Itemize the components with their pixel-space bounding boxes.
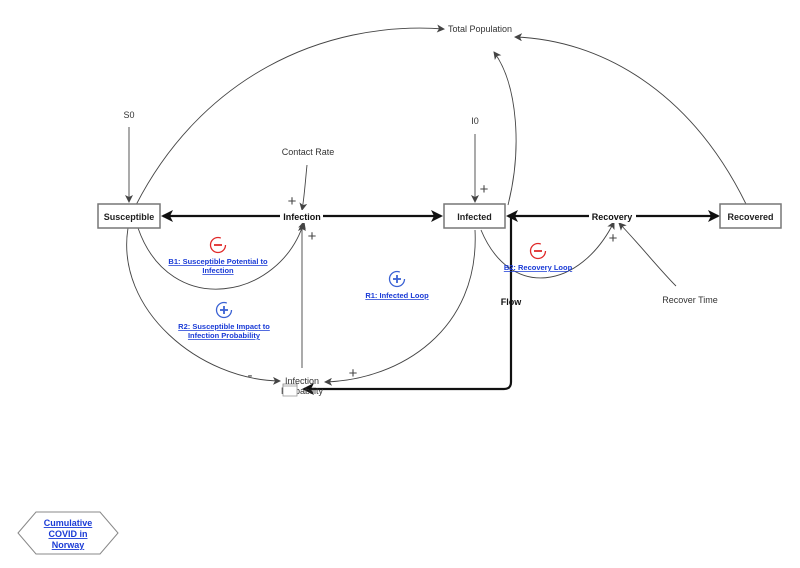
- loop-b2[interactable]: B2: Recovery Loop: [504, 242, 573, 273]
- valve-flow-overlay: [282, 385, 298, 397]
- link-recover-time-to-recovery[interactable]: [618, 222, 677, 287]
- variable-contact-rate[interactable]: Contact Rate: [282, 147, 335, 157]
- loop-r2-label-line1[interactable]: R2: Susceptible Impact to: [178, 322, 270, 331]
- link-contact-rate-to-infection[interactable]: [299, 164, 308, 211]
- button-label-line3: Norway: [52, 540, 85, 550]
- polarity-contact-to-infection: +: [288, 193, 297, 210]
- polarity-infected-to-infection: +: [480, 181, 489, 198]
- stock-susceptible-label: Susceptible: [104, 212, 155, 222]
- polarity-prob-to-infection: +: [308, 228, 317, 245]
- cumulative-covid-norway-button[interactable]: Cumulative COVID in Norway: [17, 511, 119, 555]
- stock-recovered-label: Recovered: [727, 212, 773, 222]
- variable-s0[interactable]: S0: [123, 110, 134, 120]
- loop-r2-label-line2[interactable]: Infection Probability: [188, 331, 261, 340]
- link-susceptible-to-total-population[interactable]: [135, 24, 445, 206]
- stock-infected[interactable]: Infected: [443, 203, 506, 229]
- variable-infection-probability-line1[interactable]: Infection: [285, 376, 319, 386]
- loop-b1-label-line1[interactable]: B1: Susceptible Potential to: [168, 257, 268, 266]
- stock-susceptible[interactable]: Susceptible: [97, 203, 161, 229]
- polarity-infected-to-prob: +: [349, 365, 358, 382]
- link-susceptible-to-infection[interactable]: [137, 221, 306, 290]
- stock-infected-label: Infected: [457, 212, 492, 222]
- stock-recovered[interactable]: Recovered: [719, 203, 782, 229]
- loop-r1-label[interactable]: R1: Infected Loop: [365, 291, 429, 300]
- flow-label-flow[interactable]: Flow: [501, 297, 522, 307]
- flow-label-recovery[interactable]: Recovery: [592, 212, 633, 222]
- button-label-line1: Cumulative: [44, 518, 93, 528]
- variable-infection-probability-line2[interactable]: Probability: [281, 386, 324, 396]
- loop-b1-label-line2[interactable]: Infection: [202, 266, 234, 275]
- variable-recover-time[interactable]: Recover Time: [662, 295, 718, 305]
- variable-total-population[interactable]: Total Population: [448, 24, 512, 34]
- reinforcing-loop-icon: [215, 301, 233, 319]
- loop-b1[interactable]: B1: Susceptible Potential to Infection: [168, 236, 268, 276]
- reinforcing-loop-icon: [388, 270, 406, 288]
- link-susceptible-to-probability[interactable]: [126, 227, 281, 385]
- loop-r2[interactable]: R2: Susceptible Impact to Infection Prob…: [178, 301, 270, 341]
- polarity-recover-time-to-recovery: +: [609, 230, 618, 247]
- flow-label-infection[interactable]: Infection: [283, 212, 321, 222]
- flow-pipe-flow[interactable]: [302, 218, 513, 395]
- link-infected-to-probability[interactable]: [324, 229, 476, 386]
- variable-i0[interactable]: I0: [471, 116, 479, 126]
- balancing-loop-icon: [529, 242, 547, 260]
- link-infected-to-recovery[interactable]: [480, 221, 615, 279]
- loop-b2-label[interactable]: B2: Recovery Loop: [504, 263, 573, 272]
- link-infected-to-total-population[interactable]: [493, 51, 517, 206]
- balancing-loop-icon: [209, 236, 227, 254]
- polarity-susceptible-to-prob: -: [248, 367, 253, 384]
- button-label-line2: COVID in: [48, 529, 87, 539]
- link-recovered-to-total-population[interactable]: [514, 33, 747, 205]
- loop-r1[interactable]: R1: Infected Loop: [365, 270, 429, 301]
